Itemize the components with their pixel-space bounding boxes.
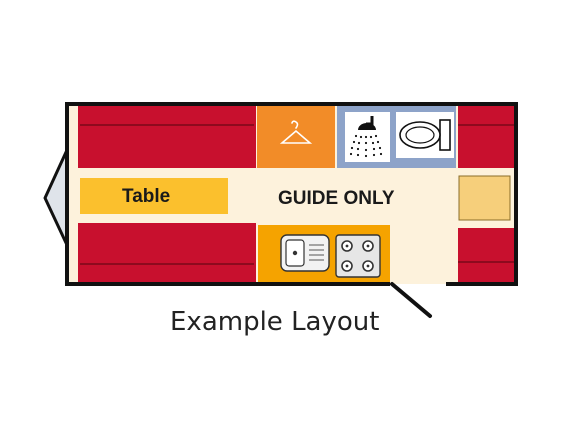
caption: Example Layout [170,307,380,337]
seat-bottom-right [458,228,515,282]
wardrobe [257,106,335,168]
outer-wall [65,102,518,286]
table-label: Table [122,186,171,207]
hob-icon [335,234,381,278]
table [80,178,228,214]
side-cabinet [458,175,511,221]
shower-icon [345,112,390,162]
seat-top-right [458,106,515,168]
sink-icon [280,234,330,272]
seat-bottom-left [78,223,256,282]
hanger-icon [279,120,313,144]
seat-top-left [78,106,256,168]
guide-only-label: GUIDE ONLY [278,188,395,209]
toilet-icon [396,112,454,158]
door [390,282,432,318]
tow-hitch [43,148,69,247]
